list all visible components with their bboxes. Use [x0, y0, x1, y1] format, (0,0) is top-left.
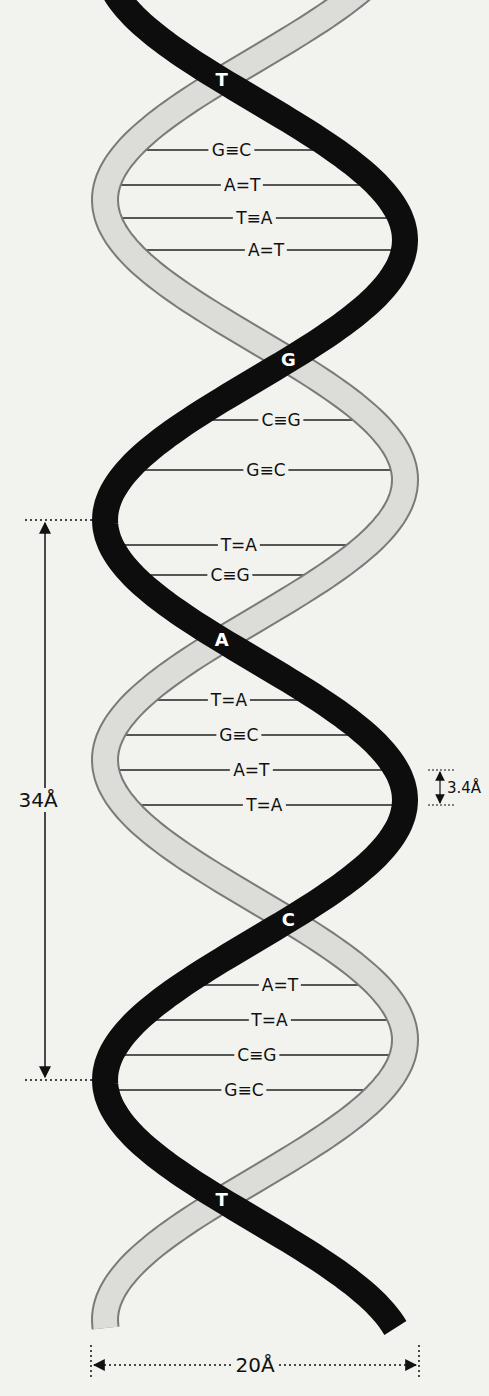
dimension-arrow: [439, 772, 440, 803]
dimension-tick: [25, 1079, 100, 1081]
dimension-label: 3.4Å: [447, 780, 481, 797]
dimension-tick: [418, 1345, 420, 1380]
base-pair-label: T≡A: [233, 209, 275, 228]
base-pair-label: G≡C: [243, 461, 288, 480]
base-pair-label: T=A: [248, 1011, 290, 1030]
base-pair-label: T=A: [218, 536, 260, 555]
light-strand-outline: [105, 0, 405, 1328]
base-pair-label: A=T: [230, 761, 272, 780]
base-pair-label: T=A: [208, 691, 250, 710]
base-pair-label: T=A: [243, 796, 285, 815]
base-pair-label: C≡G: [207, 566, 252, 585]
dimension-label: 20Å: [232, 1353, 277, 1377]
strand-base-label: T: [215, 1190, 227, 1210]
helix-strands: [105, 0, 405, 1328]
base-pair-label: C≡G: [258, 411, 303, 430]
dimension-tick: [25, 519, 100, 521]
strand-base-label: G: [281, 350, 296, 370]
strand-base-label: C: [282, 910, 295, 930]
base-pair-label: G≡C: [209, 141, 254, 160]
dimension-tick: [90, 1345, 92, 1380]
dimension-tick: [428, 804, 455, 805]
base-pair-label: G≡C: [216, 726, 261, 745]
base-pair-label: A=T: [221, 176, 263, 195]
dark-strand: [105, 0, 405, 1328]
dimension-20: [91, 1345, 419, 1380]
light-strand: [105, 0, 405, 1328]
strand-base-label: A: [215, 630, 229, 650]
dimension-label: 34Å: [15, 788, 60, 812]
strand-base-label: T: [215, 70, 227, 90]
dimension-tick: [428, 769, 455, 770]
base-pair-label: A=T: [245, 241, 287, 260]
base-pair-label: A=T: [259, 976, 301, 995]
base-pair-label: G≡C: [221, 1081, 266, 1100]
base-pair-label: C≡G: [234, 1046, 279, 1065]
